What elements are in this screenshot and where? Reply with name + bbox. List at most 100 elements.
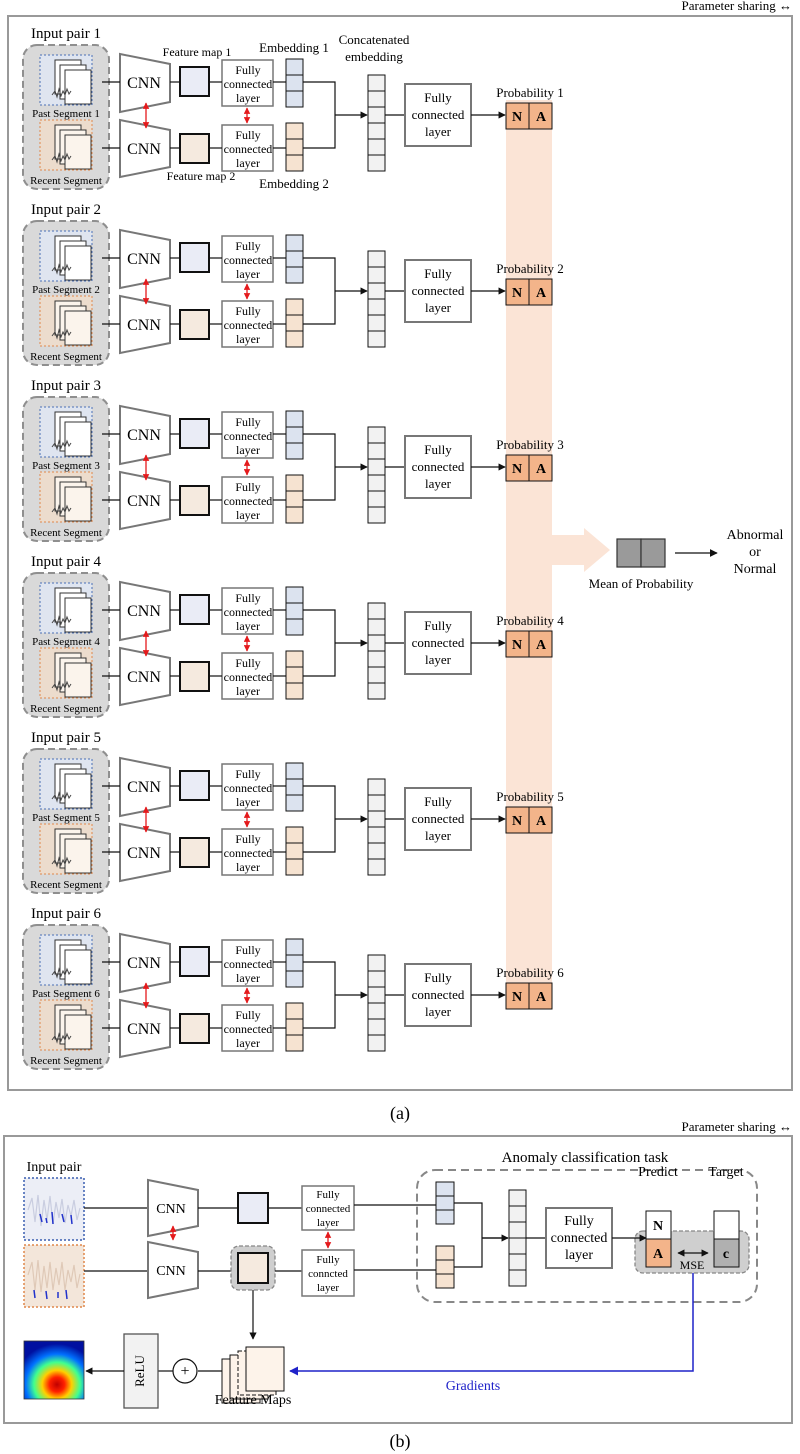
embedding-past-4-cell-2	[285, 602, 304, 620]
b-feature-map-top	[237, 1192, 269, 1224]
recent-segment-frame-5-3	[64, 838, 92, 874]
output-or: or	[749, 545, 761, 560]
embedding-recent-6-cell-3	[285, 1034, 304, 1052]
embedding-merge-4	[303, 609, 336, 677]
probability-band	[506, 100, 552, 1000]
b-big-fc	[545, 1207, 613, 1269]
big-fc-line1-2: Fully	[424, 266, 452, 281]
predict-a-label: A	[653, 1247, 664, 1262]
past-segment-frame-3-3	[64, 421, 92, 457]
output-normal: Normal	[734, 562, 777, 577]
past-segment-signal-2	[51, 263, 72, 275]
feature-map-past-5	[179, 770, 210, 801]
recent-segment-signal-1	[51, 152, 72, 164]
embedding-merge-1	[303, 81, 336, 149]
cnn-past-2	[119, 228, 171, 290]
fc-past-line3-2: layer	[236, 267, 260, 281]
fc-past-line3-4: layer	[236, 619, 260, 633]
b-embed-top-cell-3	[435, 1209, 455, 1225]
concat-embedding-2-cell-1	[367, 250, 386, 268]
probability-a-label-6: A	[536, 990, 547, 1005]
recent-signal-trace	[27, 1259, 81, 1293]
relu-label: ReLU	[132, 1355, 147, 1387]
b-concat-connector	[454, 1202, 508, 1268]
probability-n-label-5: N	[512, 814, 522, 829]
recent-segment-label-4: Recent Segment	[30, 703, 102, 715]
relu-box	[123, 1333, 159, 1409]
fc-past-line1-1: Fully	[235, 63, 260, 77]
probability-n-label-2: N	[512, 286, 522, 301]
concat-embedding-1-cell-1	[367, 74, 386, 92]
fc-past-line3-1: layer	[236, 91, 260, 105]
big-fc-line2-4: connected	[412, 635, 465, 650]
recent-segment-signal-6	[51, 1032, 72, 1044]
panel-a-frame	[7, 15, 793, 1091]
concat-embedding-5-cell-4	[367, 826, 386, 844]
predict-n-label: N	[653, 1219, 663, 1234]
embedding-past-2-cell-1	[285, 234, 304, 252]
embedding-recent-3-cell-1	[285, 474, 304, 492]
fc-recent-line3-4: layer	[236, 684, 260, 698]
big-fc-line1-1: Fully	[424, 90, 452, 105]
cnn-recent-label-2: CNN	[127, 317, 161, 334]
input-pair-title-5: Input pair 5	[31, 730, 101, 746]
fc-recent-line1-1: Fully	[235, 128, 260, 142]
cnn-recent-3	[119, 470, 171, 531]
concat-embedding-2-cell-5	[367, 314, 386, 332]
fc-recent-line1-6: Fully	[235, 1008, 260, 1022]
embedding-recent-4-cell-1	[285, 650, 304, 668]
concat-embedding-4-cell-2	[367, 618, 386, 636]
b-fc-bottom-line3: layer	[317, 1282, 339, 1294]
big-fc-line3-4: layer	[425, 652, 452, 667]
past-segment-label-3: Past Segment 3	[32, 460, 100, 472]
fc-recent-line1-3: Fully	[235, 480, 260, 494]
b-embedding-top	[435, 1181, 455, 1225]
cnn-past-label-1: CNN	[127, 75, 161, 92]
panel-b-frame	[3, 1135, 793, 1424]
embedding-past-5-cell-1	[285, 762, 304, 780]
cnn-past-1	[119, 52, 171, 114]
embedding-2-label: Embedding 2	[259, 176, 329, 191]
big-fc-line1-5: Fully	[424, 794, 452, 809]
feature-map-recent-3	[179, 485, 210, 516]
feature-map-recent-5	[179, 837, 210, 868]
fc-past-4	[221, 587, 274, 635]
fc-recent-line3-6: layer	[236, 1036, 260, 1050]
probability-a-cell-2	[528, 278, 553, 306]
fc-past-line1-6: Fully	[235, 943, 260, 957]
feature-map-2-label: Feature map 2	[167, 169, 236, 183]
cnn-past-4	[119, 580, 171, 642]
fc-past-line1-2: Fully	[235, 239, 260, 253]
anomaly-task-box	[416, 1169, 758, 1303]
fc-recent-line2-2: connected	[224, 318, 273, 332]
cnn-recent-1	[119, 118, 171, 179]
feature-map-past-2	[179, 242, 210, 273]
b-big-fc-line2: connected	[551, 1231, 608, 1246]
concat-label-line2: embedding	[345, 49, 403, 64]
big-fc-line2-3: connected	[412, 459, 465, 474]
fc-past-1	[221, 59, 274, 107]
b-fc-bottom-line1: Fully	[316, 1254, 340, 1266]
concat-embedding-3-cell-1	[367, 426, 386, 444]
fc-recent-line1-2: Fully	[235, 304, 260, 318]
embedding-merge-5	[303, 785, 336, 853]
fc-recent-line3-5: layer	[236, 860, 260, 874]
fc-past-line1-5: Fully	[235, 767, 260, 781]
embedding-recent-2-cell-1	[285, 298, 304, 316]
concat-embedding-4-cell-6	[367, 682, 386, 700]
concat-embedding-1-cell-5	[367, 138, 386, 156]
cnn-past-label-2: CNN	[127, 251, 161, 268]
past-segment-signal-6	[51, 967, 72, 979]
target-top-cell	[713, 1210, 740, 1240]
probability-a-label-5: A	[536, 814, 547, 829]
recent-segment-frame-3-3	[64, 486, 92, 522]
b-cnn-top	[147, 1178, 199, 1238]
embedding-past-6-cell-2	[285, 954, 304, 972]
embedding-recent-4-cell-3	[285, 682, 304, 700]
big-fc-line3-6: layer	[425, 1004, 452, 1019]
sum-symbol: +	[180, 1363, 189, 1380]
fc-past-line3-5: layer	[236, 795, 260, 809]
input-past-signal	[23, 1177, 85, 1241]
